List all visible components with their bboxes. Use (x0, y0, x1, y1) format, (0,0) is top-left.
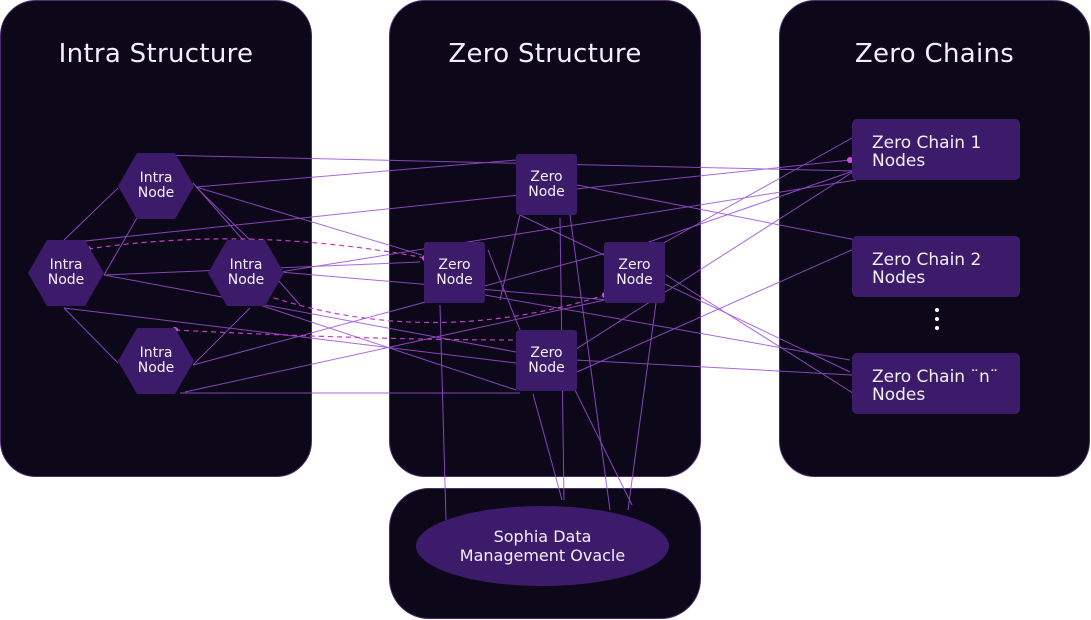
intra-structure-panel: Intra Structure (0, 0, 312, 477)
zero-node-sublabel-4: Node (528, 359, 565, 376)
zero-chain-n-label: Zero Chain ¨n¨ (872, 367, 999, 387)
zero-node-sublabel-3: Node (616, 271, 653, 288)
oracle-label: Sophia Data (493, 527, 592, 546)
zero-node-sublabel-2: Node (436, 271, 473, 288)
intra-node-label-2: Intra (49, 257, 83, 273)
intra-node-sublabel-2: Node (47, 272, 85, 288)
zero-node-label-2: Zero (438, 256, 471, 273)
intra-node-label-3: Intra (229, 257, 263, 273)
intra-structure-title: Intra Structure (58, 39, 254, 69)
zero-node-label-3: Zero (618, 256, 651, 273)
zero-node-label-4: Zero (530, 344, 563, 361)
intra-node-sublabel-1: Node (137, 185, 175, 201)
zero-structure-panel: Zero Structure (389, 0, 701, 477)
zero-chain-1-label: Zero Chain 1 (872, 133, 982, 153)
intra-node-sublabel-4: Node (137, 360, 175, 376)
zero-structure-title: Zero Structure (448, 39, 642, 69)
ellipsis-vertical-icon (931, 308, 943, 330)
oracle-sublabel: Management Ovacle (459, 546, 626, 565)
zero-chains-title: Zero Chains (854, 39, 1015, 69)
zero-chain-2-label: Zero Chain 2 (872, 250, 982, 270)
zero-chain-n-sublabel: Nodes (872, 385, 926, 405)
zero-node-label-1: Zero (530, 168, 563, 185)
intra-node-sublabel-3: Node (227, 272, 265, 288)
zero-chain-n-box[interactable]: Zero Chain ¨n¨Nodes (852, 353, 1020, 414)
intra-node-label-4: Intra (139, 345, 173, 361)
zero-node-sublabel-1: Node (528, 183, 565, 200)
zero-chain-2-sublabel: Nodes (872, 268, 926, 288)
intra-node-label-1: Intra (139, 170, 173, 186)
zero-chain-1-sublabel: Nodes (872, 151, 926, 171)
